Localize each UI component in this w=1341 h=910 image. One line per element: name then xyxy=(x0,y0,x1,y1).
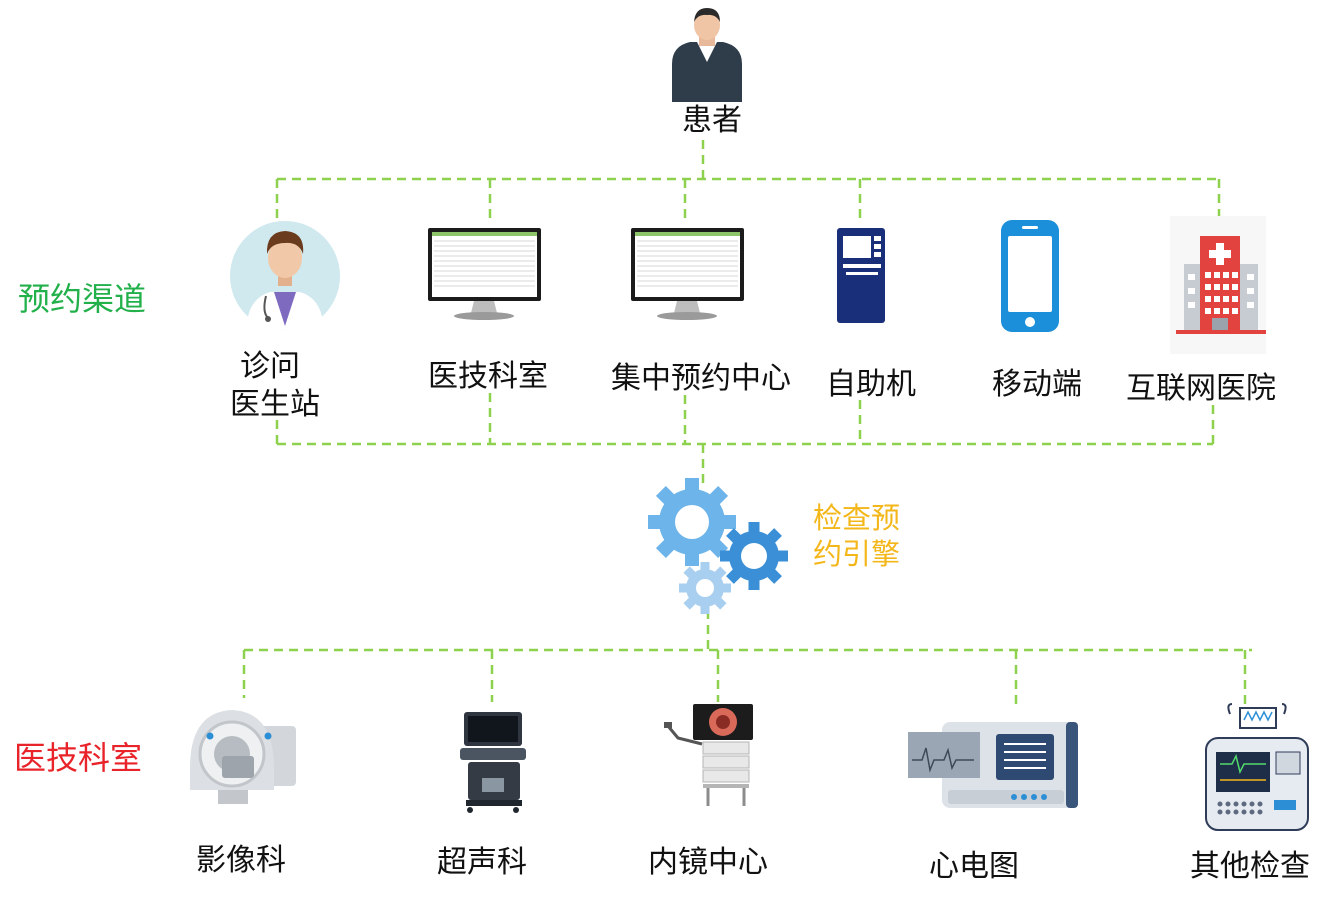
ultrasound-machine-icon xyxy=(460,712,526,813)
channel-label-central-booking: 集中预约中心 xyxy=(611,361,791,396)
small-gear xyxy=(679,562,731,614)
engine-label-line-1: 检查预 xyxy=(813,501,901,535)
engine-label-line-2: 约引擎 xyxy=(813,537,901,571)
department-label-imaging: 影像科 xyxy=(196,843,286,878)
patient-icon xyxy=(672,8,742,102)
department-label-endoscopy: 内镜中心 xyxy=(648,845,768,880)
channels-side-label: 预约渠道 xyxy=(18,280,147,318)
channel-label-kiosk: 自助机 xyxy=(826,367,916,402)
channel-label-internet-hospital: 互联网医院 xyxy=(1126,371,1276,406)
department-label-ultrasound: 超声科 xyxy=(437,845,527,880)
monitor-icon xyxy=(631,228,744,320)
doctor-icon xyxy=(230,221,340,331)
patient-monitor-icon xyxy=(1205,703,1309,831)
ecg-machine-icon xyxy=(908,722,1078,808)
gears-icon xyxy=(648,478,788,614)
medium-gear xyxy=(720,522,788,590)
department-label-other: 其他检查 xyxy=(1190,849,1310,884)
patient-label: 患者 xyxy=(682,103,742,138)
ct-scanner-icon xyxy=(190,710,296,804)
department-label-ecg: 心电图 xyxy=(929,849,1019,884)
departments-side-label: 医技科室 xyxy=(14,739,143,777)
channel-label-tech-dept: 医技科室 xyxy=(428,359,548,394)
hospital-icon xyxy=(1170,216,1266,354)
connector-lines xyxy=(242,140,1252,706)
channel-label-clinic-line-2: 医生站 xyxy=(230,387,320,422)
large-gear xyxy=(648,478,736,566)
endoscopy-tower-icon xyxy=(664,704,753,806)
channel-label-clinic-line-1: 诊问 xyxy=(240,349,300,384)
monitor-icon xyxy=(428,228,541,320)
mobile-phone-icon xyxy=(1001,220,1059,332)
channel-label-mobile: 移动端 xyxy=(992,367,1082,402)
kiosk-icon xyxy=(837,228,885,323)
